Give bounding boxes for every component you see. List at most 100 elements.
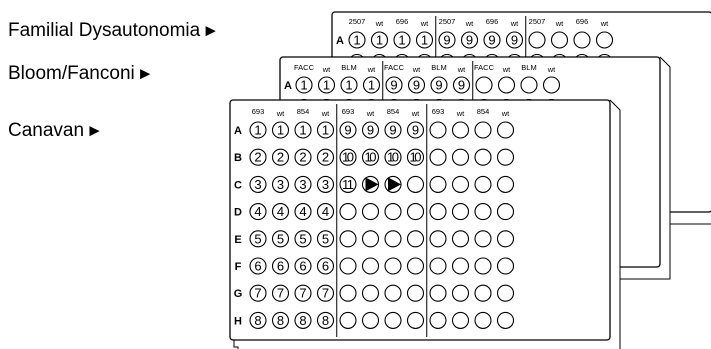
well-number: 1 [398, 33, 405, 48]
label-familial-dysautonomia-text: Familial Dysautonomia [8, 20, 201, 41]
well [384, 148, 402, 166]
row-label: C [234, 179, 242, 191]
column-header: wt [412, 65, 421, 74]
row-label: A [336, 35, 344, 47]
well-number: 4 [299, 204, 306, 219]
column-header: FACC [294, 63, 315, 72]
arrow-marker-icon [365, 177, 379, 192]
well [429, 311, 447, 329]
column-header: wt [510, 19, 519, 28]
column-header: 693 [252, 107, 265, 116]
well [429, 257, 447, 275]
well-number: 3 [322, 177, 329, 192]
well [271, 311, 290, 329]
label-bloom-fanconi-text: Bloom/Fanconi [8, 63, 135, 84]
well [249, 284, 267, 302]
column-header: FACC [474, 63, 495, 72]
well-number: 4 [277, 204, 284, 219]
row-label: B [234, 152, 242, 164]
column-header: 854 [297, 107, 310, 116]
well-number: 3 [254, 177, 261, 192]
well-number: 9 [435, 78, 442, 93]
well [496, 121, 515, 139]
arrow-marker-icon [388, 177, 401, 192]
well [451, 203, 470, 221]
row-label: E [234, 234, 241, 246]
well [430, 76, 448, 94]
well [573, 31, 591, 49]
well-number: 9 [367, 123, 374, 138]
well-number: 5 [322, 231, 329, 246]
well [474, 230, 492, 248]
well [271, 121, 290, 139]
well [339, 148, 357, 166]
well [384, 257, 402, 275]
row-label: A [234, 125, 242, 137]
well-number: 5 [254, 231, 261, 246]
well-number: 10 [365, 150, 377, 165]
well [361, 230, 380, 248]
well [339, 175, 357, 193]
well [295, 76, 313, 94]
well [384, 230, 402, 248]
column-header: wt [321, 109, 330, 118]
column-header: FACC [384, 63, 405, 72]
column-header: wt [322, 65, 331, 74]
column-header: wt [276, 109, 285, 118]
row-label: G [234, 288, 243, 300]
well [361, 257, 380, 275]
column-header: 854 [477, 107, 490, 116]
well [361, 203, 380, 221]
well [361, 284, 380, 302]
row-label: A [284, 80, 292, 92]
well [294, 311, 312, 329]
well [271, 230, 290, 248]
well [361, 148, 380, 166]
well [294, 284, 312, 302]
well [339, 203, 357, 221]
well [429, 284, 447, 302]
well [429, 121, 447, 139]
well [316, 121, 335, 139]
well [384, 311, 402, 329]
well-number: 8 [254, 313, 261, 328]
well-number: 6 [299, 259, 306, 274]
well-number: 1 [421, 33, 428, 48]
well [406, 311, 425, 329]
well-number: 9 [458, 78, 465, 93]
well [429, 203, 447, 221]
well-number: 5 [277, 231, 284, 246]
well-number: 9 [443, 33, 450, 48]
column-header: 696 [396, 17, 409, 26]
well [348, 31, 366, 49]
well [271, 257, 290, 275]
well [317, 76, 336, 94]
well-number: 10 [342, 150, 354, 165]
well [474, 284, 492, 302]
well [496, 257, 515, 275]
well-number: 9 [511, 33, 518, 48]
column-header: wt [411, 109, 420, 118]
well-number: 7 [254, 286, 261, 301]
label-bloom-fanconi: Bloom/Fanconi► [8, 63, 154, 85]
well [451, 230, 470, 248]
well [474, 311, 492, 329]
well-number: 4 [322, 204, 329, 219]
well [384, 203, 402, 221]
well-number: 9 [413, 78, 420, 93]
well [451, 121, 470, 139]
well [406, 257, 425, 275]
well [406, 121, 425, 139]
well-number: 7 [299, 286, 306, 301]
well [595, 31, 614, 49]
well-number: 2 [322, 150, 329, 165]
column-header: wt [600, 19, 609, 28]
column-header: wt [420, 19, 429, 28]
well [249, 311, 267, 329]
well [475, 76, 493, 94]
well-number: 1 [254, 123, 261, 138]
well-number: 9 [389, 123, 396, 138]
